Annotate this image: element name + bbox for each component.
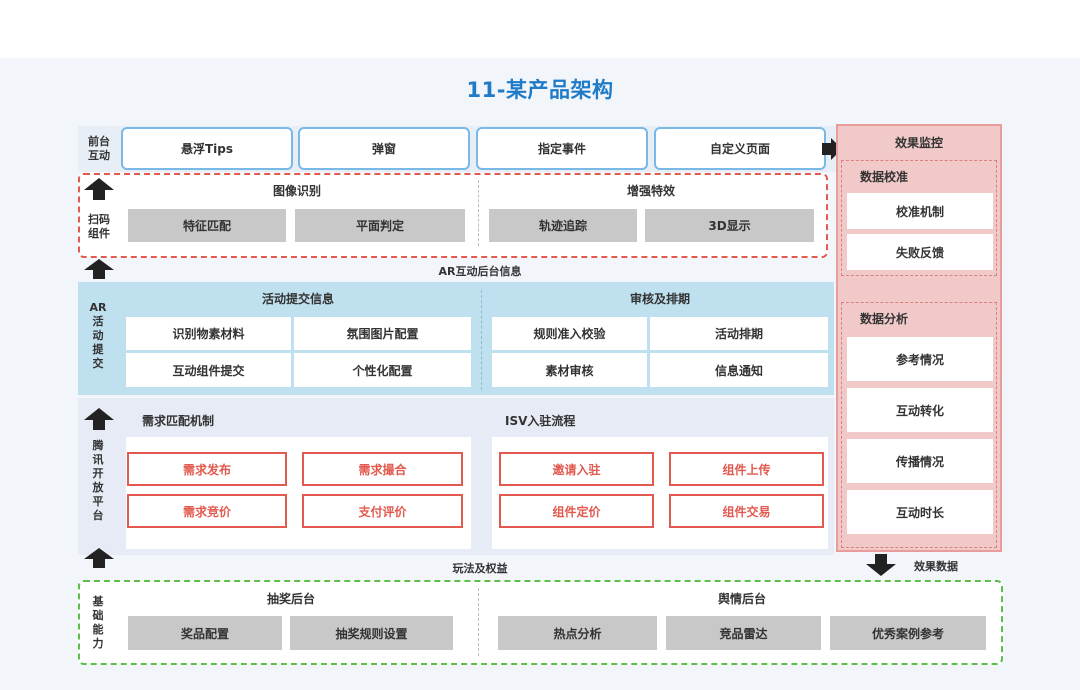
front-item-custom-page: 自定义页面 (654, 127, 826, 170)
arrow-up-icon (84, 259, 114, 279)
ar-item-personalize: 个性化配置 (294, 353, 471, 387)
tencent-right-head: ISV入驻流程 (505, 414, 576, 428)
analysis-item-reference: 参考情况 (847, 337, 993, 381)
arrow-right-icon (822, 138, 842, 160)
base-divider (478, 588, 479, 656)
base-layer-label: 基 础 能 力 (92, 595, 104, 650)
front-layer-label: 前台 互动 (88, 135, 110, 162)
tencent-item-demand-match: 需求撮合 (302, 452, 463, 486)
scan-divider (478, 180, 479, 246)
front-item-tips: 悬浮Tips (121, 127, 293, 170)
analysis-head: 数据分析 (860, 312, 909, 326)
play-rights-label: 玩法及权益 (452, 562, 508, 575)
analysis-item-spread: 传播情况 (847, 439, 993, 483)
tencent-item-demand-bid: 需求竞价 (127, 494, 287, 528)
arrow-up-icon (84, 178, 114, 200)
tencent-layer-label: 腾 讯 开 放 平 台 (92, 439, 104, 522)
tencent-item-component-upload: 组件上传 (669, 452, 824, 486)
tencent-item-demand-publish: 需求发布 (127, 452, 287, 486)
tencent-left-head: 需求匹配机制 (142, 414, 215, 428)
scan-left-head: 图像识别 (272, 183, 321, 198)
calib-item-failure-feedback: 失败反馈 (847, 234, 993, 270)
effect-data-label: 效果数据 (914, 560, 958, 573)
ar-item-component-submit: 互动组件提交 (126, 353, 291, 387)
scan-item-plane-judge: 平面判定 (295, 209, 465, 242)
arrow-down-icon (866, 554, 896, 576)
tencent-item-component-trade: 组件交易 (669, 494, 824, 528)
analysis-item-conversion: 互动转化 (847, 388, 993, 432)
ar-info-label: AR互动后台信息 (438, 265, 522, 278)
ar-item-notify: 信息通知 (650, 353, 828, 387)
scan-item-feature-match: 特征匹配 (128, 209, 286, 242)
front-item-event: 指定事件 (476, 127, 648, 170)
base-item-competitor-radar: 竞品雷达 (666, 616, 821, 650)
calib-head: 数据校准 (860, 170, 909, 184)
ar-right-head: 审核及排期 (629, 291, 690, 306)
ar-divider (481, 290, 482, 390)
analysis-panel (841, 302, 997, 548)
calib-item-mechanism: 校准机制 (847, 193, 993, 229)
ar-item-schedule: 活动排期 (650, 317, 828, 350)
calib-panel (841, 160, 997, 276)
tencent-item-invite: 邀请入驻 (499, 452, 654, 486)
arrow-up-icon (84, 408, 114, 430)
scan-layer-label: 扫码 组件 (88, 213, 110, 240)
base-left-head: 抽奖后台 (266, 591, 315, 606)
ar-item-atmosphere: 氛围图片配置 (294, 317, 471, 350)
analysis-item-duration: 互动时长 (847, 490, 993, 534)
ar-item-material: 识别物素材料 (126, 317, 291, 350)
ar-item-material-review: 素材审核 (492, 353, 647, 387)
base-item-case-reference: 优秀案例参考 (830, 616, 986, 650)
page-title: 11-某产品架构 (466, 78, 614, 102)
scan-item-track: 轨迹追踪 (489, 209, 637, 242)
front-item-popup: 弹窗 (298, 127, 470, 170)
monitor-title: 效果监控 (894, 135, 943, 150)
tencent-item-component-pricing: 组件定价 (499, 494, 654, 528)
scan-right-head: 增强特效 (626, 183, 675, 198)
base-item-lottery-rules: 抽奖规则设置 (290, 616, 453, 650)
base-item-prize-config: 奖品配置 (128, 616, 282, 650)
tencent-item-pay-review: 支付评价 (302, 494, 463, 528)
base-right-head: 舆情后台 (717, 591, 766, 606)
ar-layer-label: AR 活 动 提 交 (89, 301, 107, 370)
scan-item-3d-display: 3D显示 (645, 209, 814, 242)
ar-item-rule-check: 规则准入校验 (492, 317, 647, 350)
base-item-hotspot: 热点分析 (498, 616, 657, 650)
arrow-up-icon (84, 548, 114, 568)
ar-left-head: 活动提交信息 (261, 291, 334, 306)
